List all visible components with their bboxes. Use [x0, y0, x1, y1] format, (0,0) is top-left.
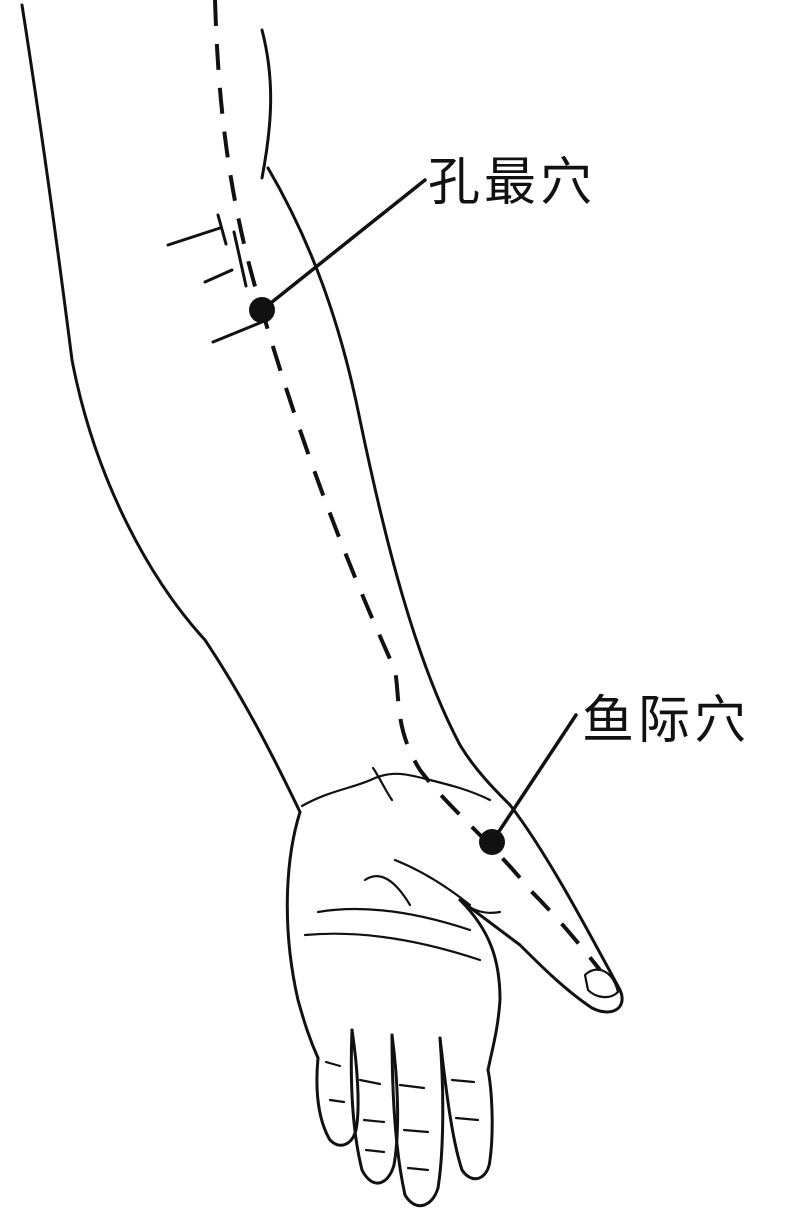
- finger-middle: [390, 1033, 445, 1208]
- yuji-point-group: 鱼际穴: [479, 691, 750, 855]
- kongzui-leader-line: [260, 178, 427, 312]
- thumb-nail: [583, 968, 620, 999]
- finger-pinky: [315, 1028, 360, 1147]
- arm-outline: [20, 3, 624, 1208]
- elbow-crease-marks: [166, 213, 264, 344]
- thumb-outline: [458, 803, 624, 1014]
- yuji-point: [479, 829, 505, 855]
- forearm-inner-edge-lower: [266, 166, 512, 807]
- forearm-outer-edge: [20, 3, 302, 814]
- palm-inner-edge: [458, 898, 502, 1072]
- finger-ring: [349, 1028, 400, 1185]
- kongzui-label: 孔最穴: [428, 153, 596, 213]
- yuji-leader-line: [490, 713, 578, 844]
- wrist-crease: [300, 772, 492, 808]
- yuji-label: 鱼际穴: [582, 691, 750, 751]
- kongzui-point: [249, 297, 275, 323]
- palm-creases: [303, 858, 502, 962]
- wrist-fold: [371, 766, 394, 802]
- kongzui-point-group: 孔最穴: [249, 153, 596, 323]
- palm-outer-edge: [285, 810, 320, 1060]
- finger-index: [438, 1036, 494, 1181]
- finger-creases: [324, 1060, 480, 1172]
- forearm-inner-edge-upper: [260, 28, 273, 180]
- lung-meridian-line: [213, 0, 602, 972]
